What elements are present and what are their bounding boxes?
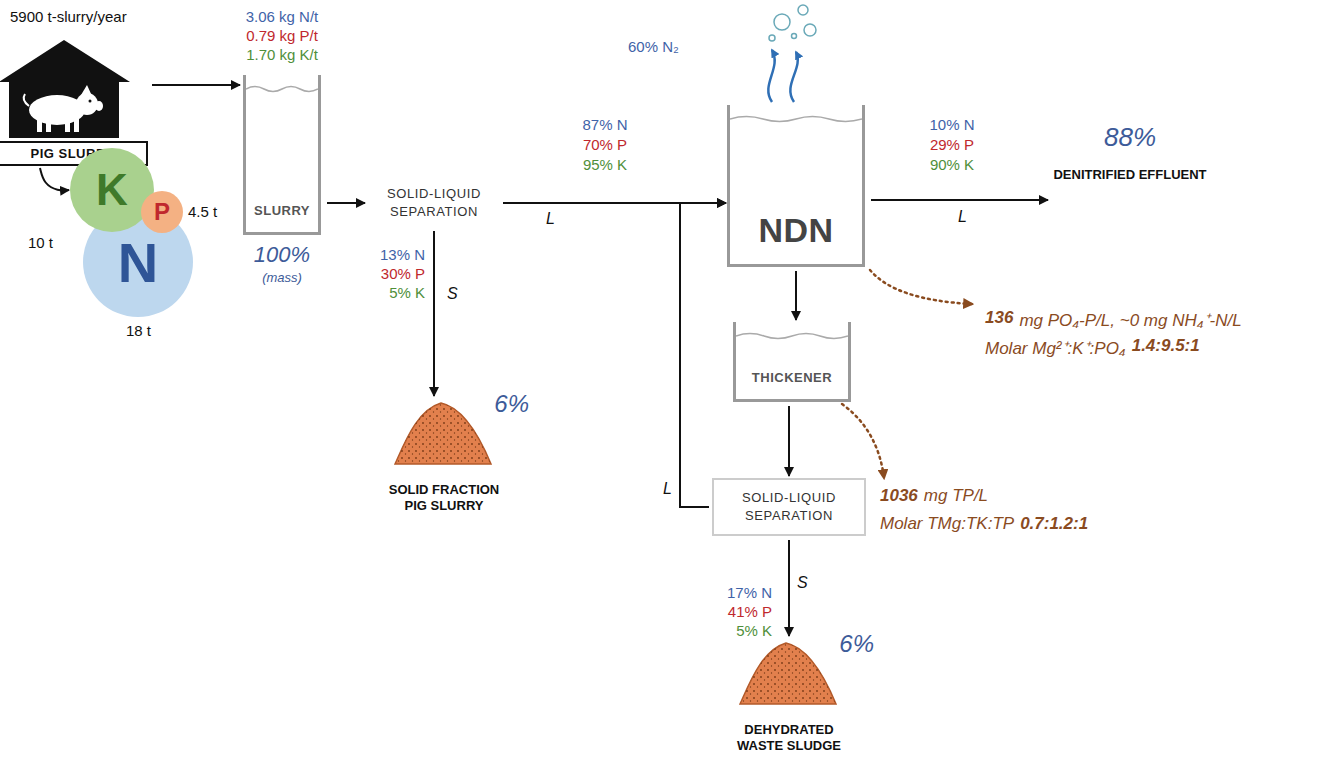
flow-label: 29% P [930, 136, 974, 153]
node-text: 6% [494, 390, 529, 418]
flow-arrow [152, 84, 240, 86]
pig-house [0, 38, 132, 138]
sludge-pile [393, 400, 493, 466]
sample-leaders [842, 270, 972, 478]
flow-label: 0.79 kg P/t [246, 27, 318, 44]
flow-arrow [788, 540, 790, 636]
sample-note: 1036 [880, 486, 918, 506]
flow-label: 30% P [381, 265, 425, 282]
source-house: PIG SLURRY [0, 38, 148, 166]
stream-label: S [796, 574, 809, 592]
flow-label: 70% P [583, 136, 627, 153]
node-text: K [96, 165, 128, 215]
flow-arrow [40, 168, 69, 190]
liquid-surface [736, 330, 848, 342]
node-text: THICKENER [752, 370, 832, 385]
sample-note: 136 [985, 308, 1013, 331]
flow-arrow [788, 406, 790, 476]
node-text: P [154, 198, 170, 226]
reactor-box: NDN [727, 105, 865, 267]
flow-label: 18 t [126, 322, 151, 339]
sludge-pile [738, 640, 838, 706]
node-text: SLURRY [254, 203, 310, 218]
flow-label: 5% K [389, 284, 425, 301]
stream-label: S [446, 285, 459, 303]
note-row: Molar Mg²⁺:K⁺:PO₄ 1.4:9.5:1 [985, 336, 1200, 359]
node-text: NDN [758, 211, 833, 250]
note-row: 1036 mg TP/L [880, 486, 988, 506]
sample-note: mg PO₄-P/L, ~0 mg NH₄⁺-N/L [1019, 308, 1241, 331]
product-pile: 6%DEHYDRATED WASTE SLUDGE [730, 638, 880, 758]
stream-label: L [662, 480, 673, 498]
sample-note: Molar Mg²⁺:K⁺:PO₄ [985, 336, 1126, 359]
flow-label: 95% K [583, 156, 627, 173]
flow-label: 17% N [727, 584, 772, 601]
flow-arrow [327, 202, 365, 204]
liquid-surface [730, 113, 862, 125]
flow-label: 10% N [929, 116, 974, 133]
sample-note: 1.4:9.5:1 [1132, 336, 1200, 359]
node-text: N [118, 230, 158, 295]
flow-label: 41% P [728, 603, 772, 620]
sample-note: 0.7:1.2:1 [1020, 514, 1088, 534]
flow-arrow [680, 203, 726, 507]
process-box: SOLID-LIQUID SEPARATION [712, 478, 866, 536]
tank-box: THICKENER [733, 322, 851, 402]
stream-label: L [545, 210, 556, 228]
flow-label: 5900 t-slurry/year [10, 8, 127, 25]
sample-note: mg TP/L [924, 486, 988, 506]
node-text: 88% [1104, 122, 1156, 153]
tank-box: SLURRY [243, 75, 321, 235]
flow-arrow [433, 231, 435, 396]
process-label: SOLID-LIQUID SEPARATION [367, 178, 501, 228]
flow-label: (mass) [262, 270, 302, 285]
flow-label: 10 t [28, 234, 53, 251]
product-label: 88% DENITRIFIED EFFLUENT [1052, 122, 1208, 212]
note-row: Molar TMg:TK:TP 0.7:1.2:1 [880, 514, 1088, 534]
flow-label: 87% N [582, 116, 627, 133]
flow-arrow [871, 199, 1048, 201]
product-pile: 6%SOLID FRACTION PIG SLURRY [385, 398, 535, 518]
node-caption: DEHYDRATED WASTE SLUDGE [730, 722, 848, 755]
flow-label: 13% N [380, 246, 425, 263]
gas-arrows [768, 50, 797, 102]
node-caption: DENITRIFIED EFFLUENT [1053, 167, 1206, 184]
node-text: SOLID-LIQUID SEPARATION [714, 489, 864, 524]
note-row: 136 mg PO₄-P/L, ~0 mg NH₄⁺-N/L [985, 308, 1242, 331]
flow-label: 1.70 kg K/t [246, 46, 318, 63]
liquid-surface [246, 83, 318, 95]
sample-note: Molar TMg:TK:TP [880, 514, 1014, 534]
node-caption: SOLID FRACTION PIG SLURRY [385, 482, 503, 515]
flow-arrow [795, 271, 797, 320]
node-text: SOLID-LIQUID SEPARATION [367, 185, 501, 220]
flow-label: 4.5 t [188, 203, 217, 220]
flow-label: 3.06 kg N/t [246, 8, 319, 25]
flow-label: 100% [254, 242, 310, 268]
nutrient-circle: P [141, 191, 183, 233]
gas-bubbles [769, 5, 816, 41]
flow-label: 60% N₂ [628, 38, 679, 55]
flow-label: 90% K [930, 156, 974, 173]
stream-label: L [957, 208, 968, 226]
flow-label: 5% K [736, 622, 772, 639]
node-text: 6% [839, 630, 874, 658]
